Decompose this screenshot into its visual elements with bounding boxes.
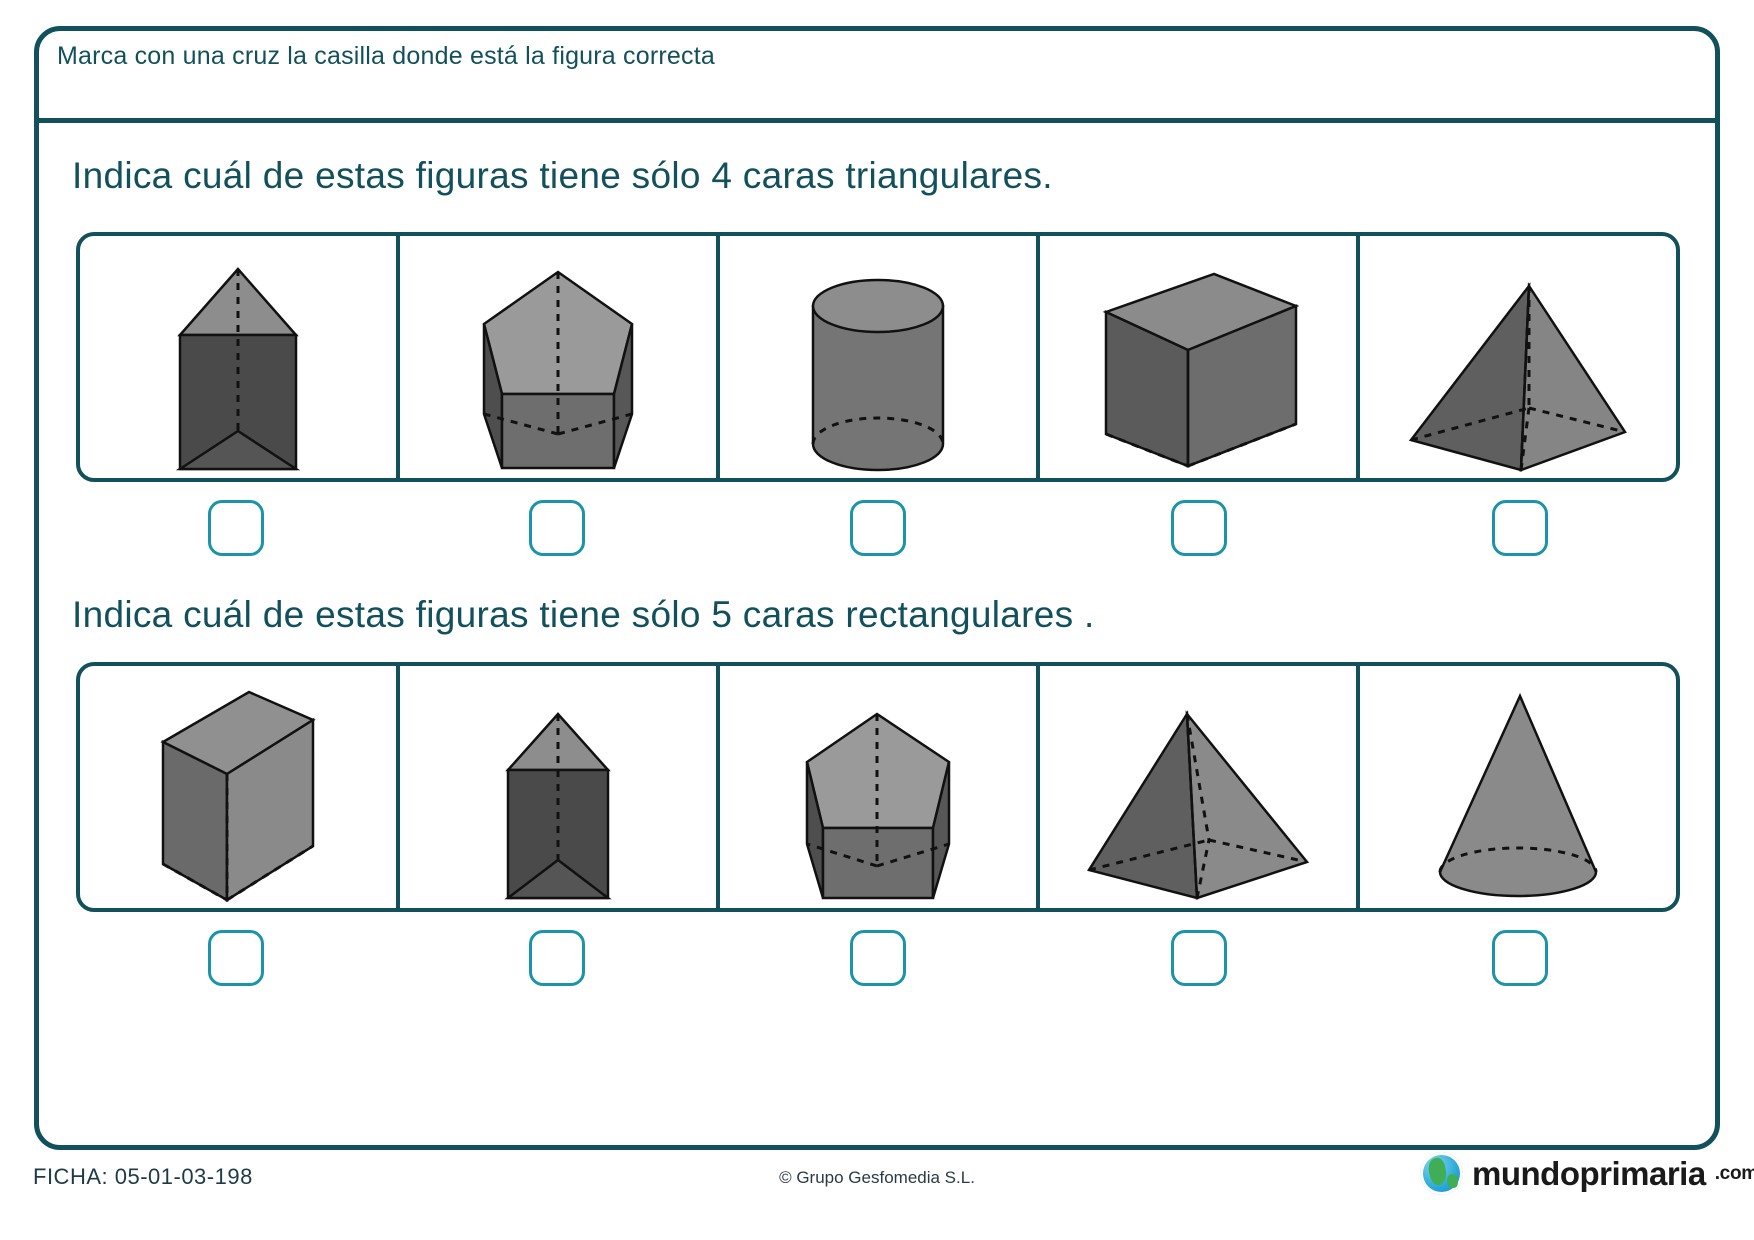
figure-cell-q2-2[interactable] xyxy=(400,666,720,908)
checkbox-q1-1[interactable] xyxy=(208,500,265,556)
header-divider xyxy=(34,118,1720,123)
cylinder-figure xyxy=(811,278,945,472)
answer-slot-q1-5 xyxy=(1359,497,1680,559)
copyright-notice: © Grupo Gesfomedia S.L. xyxy=(779,1168,975,1187)
answer-slot-q1-3 xyxy=(718,497,1039,559)
question-2-prompt: Indica cuál de estas figuras tiene sólo … xyxy=(72,594,1095,635)
checkbox-q1-3[interactable] xyxy=(849,500,906,556)
answer-slot-q1-4 xyxy=(1038,497,1359,559)
answer-slot-q2-2 xyxy=(397,927,718,989)
figure-cell-q1-5[interactable] xyxy=(1360,236,1676,478)
triangular-prism-vertical-figure xyxy=(175,267,301,471)
question-1-figure-strip xyxy=(76,232,1680,482)
cube-figure xyxy=(1102,272,1300,468)
checkbox-q1-2[interactable] xyxy=(529,500,586,556)
header-instruction: Marca con una cruz la casilla donde está… xyxy=(57,42,715,70)
figure-cell-q2-3[interactable] xyxy=(720,666,1040,908)
question-1-prompt: Indica cuál de estas figuras tiene sólo … xyxy=(72,155,1053,196)
question-1-answer-row xyxy=(76,497,1680,559)
figure-cell-q2-5[interactable] xyxy=(1360,666,1676,908)
square-pyramid-figure xyxy=(1408,282,1627,472)
logo-tld: .com xyxy=(1714,1162,1754,1184)
answer-slot-q2-4 xyxy=(1038,927,1359,989)
answer-slot-q1-2 xyxy=(397,497,718,559)
answer-slot-q2-1 xyxy=(76,927,397,989)
figure-cell-q2-1[interactable] xyxy=(80,666,400,908)
logo-wordmark: mundoprimaria xyxy=(1472,1155,1706,1192)
globe-icon xyxy=(1420,1152,1463,1195)
mundoprimaria-logo[interactable]: mundoprimaria .com xyxy=(1420,1152,1754,1195)
answer-slot-q2-5 xyxy=(1359,927,1680,989)
figure-cell-q2-4[interactable] xyxy=(1040,666,1360,908)
checkbox-q2-4[interactable] xyxy=(1170,930,1227,986)
figure-cell-q1-4[interactable] xyxy=(1040,236,1360,478)
checkbox-q1-4[interactable] xyxy=(1170,500,1227,556)
answer-slot-q1-1 xyxy=(76,497,397,559)
checkbox-q2-1[interactable] xyxy=(208,930,265,986)
question-2-figure-strip xyxy=(76,662,1680,912)
cone-figure xyxy=(1438,692,1598,898)
figure-cell-q1-3[interactable] xyxy=(720,236,1040,478)
question-2-answer-row xyxy=(76,927,1680,989)
rectangular-prism-figure xyxy=(160,690,316,903)
answer-slot-q2-3 xyxy=(718,927,1039,989)
checkbox-q2-5[interactable] xyxy=(1491,930,1548,986)
pentagonal-prism-figure xyxy=(482,270,634,470)
square-pyramid-wide-figure xyxy=(1087,710,1310,900)
triangular-prism-vertical-figure xyxy=(504,712,612,900)
checkbox-q2-2[interactable] xyxy=(529,930,586,986)
ficha-code: FICHA: 05-01-03-198 xyxy=(33,1164,253,1189)
checkbox-q1-5[interactable] xyxy=(1491,500,1548,556)
figure-cell-q1-2[interactable] xyxy=(400,236,720,478)
checkbox-q2-3[interactable] xyxy=(849,930,906,986)
pentagonal-prism-figure xyxy=(805,712,951,900)
figure-cell-q1-1[interactable] xyxy=(80,236,400,478)
